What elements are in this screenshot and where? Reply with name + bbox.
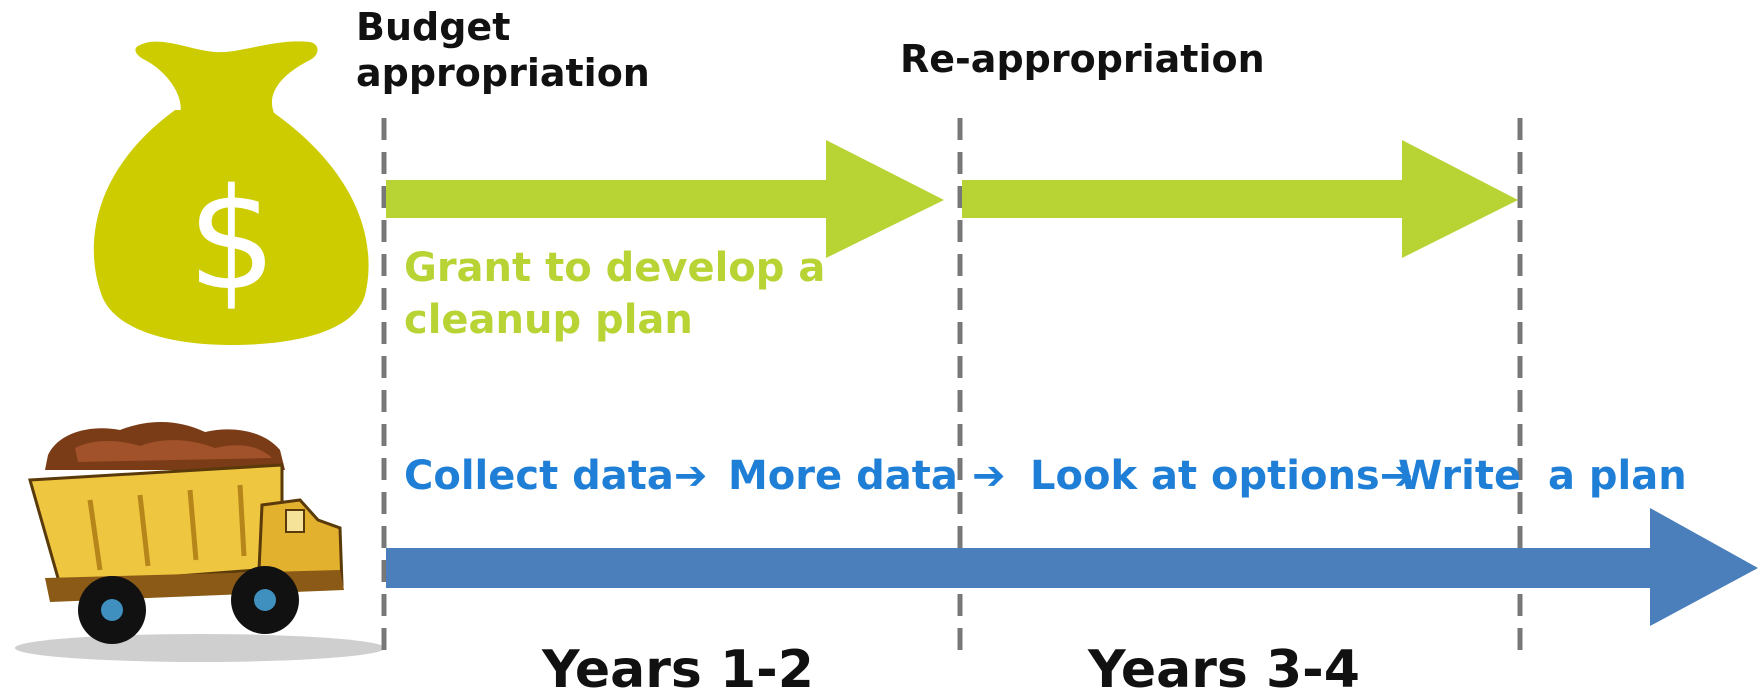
step-collect-data-text: Collect data [404,453,674,499]
funding-arrow-years-3-4 [962,140,1518,258]
process-step-write: Write [1398,453,1522,499]
re-appropriation-label: Re-appropriation [900,37,1265,81]
money-bag-body [93,110,369,345]
truck-shadow [15,634,385,662]
process-step-look-at-options: Look at options➔ [1030,452,1413,500]
process-step-collect-data: Collect data➔ [404,452,707,500]
grant-label: Grant to develop a cleanup plan [404,245,826,343]
right-arrow-icon: ➔ [673,453,708,499]
truck-dirt-texture [75,440,272,462]
truck-rear-hub [101,599,123,621]
process-arrow [386,508,1758,626]
process-step-a-plan: a plan [1548,453,1687,499]
period-years-1-2: Years 1-2 [542,640,814,700]
truck-front-hub [254,589,276,611]
funding-arrows [386,140,1518,258]
funding-arrow-years-1-2 [386,140,944,258]
period-years-3-4: Years 3-4 [1088,640,1360,700]
truck-window [285,509,305,533]
right-arrow-icon: ➔ [1379,453,1414,499]
money-bag-icon: $ [93,41,369,345]
budget-appropriation-label: Budget appropriation [356,5,650,95]
dump-truck-icon [15,421,385,662]
process-step-more-data: More data [728,453,958,499]
right-arrow-icon: ➔ [972,453,1006,499]
dollar-sign: $ [187,159,276,322]
step-look-at-options-text: Look at options [1030,453,1380,499]
money-bag-neck [135,41,318,115]
truck-bed-ribs [87,484,247,571]
